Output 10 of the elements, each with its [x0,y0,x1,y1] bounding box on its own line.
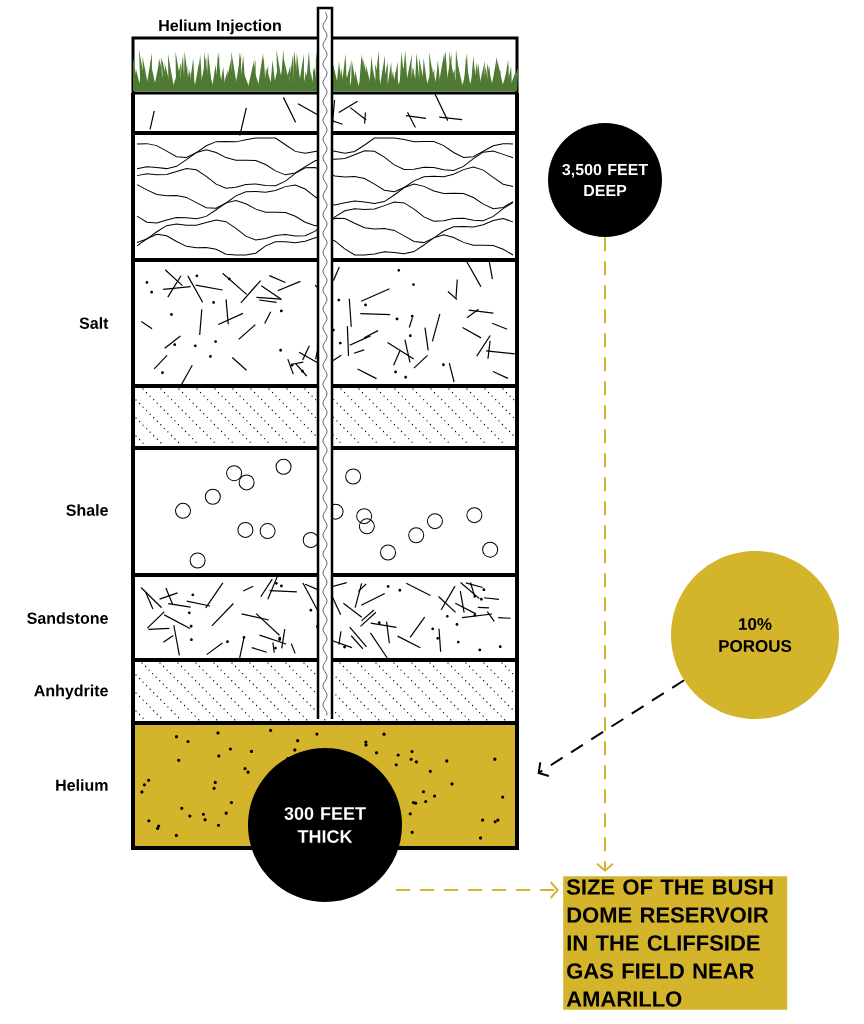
highlighted-caption: SIZE OF THE BUSH DOME RESERVOIR IN THE CLIFFSIDE GAS FIELD NEAR AMARILLO [563,876,788,1010]
dashed-arrow [596,236,614,872]
layer-label: Sandstone [27,612,108,624]
dashed-arrow [395,881,559,899]
dashed-arrow [537,679,685,777]
layer-label: Helium [56,779,108,791]
layer-label: Shale [66,504,108,516]
layer-label: Anhydrite [34,684,108,700]
layer-label: Salt [79,317,109,329]
heading: Helium Injection [159,19,281,35]
